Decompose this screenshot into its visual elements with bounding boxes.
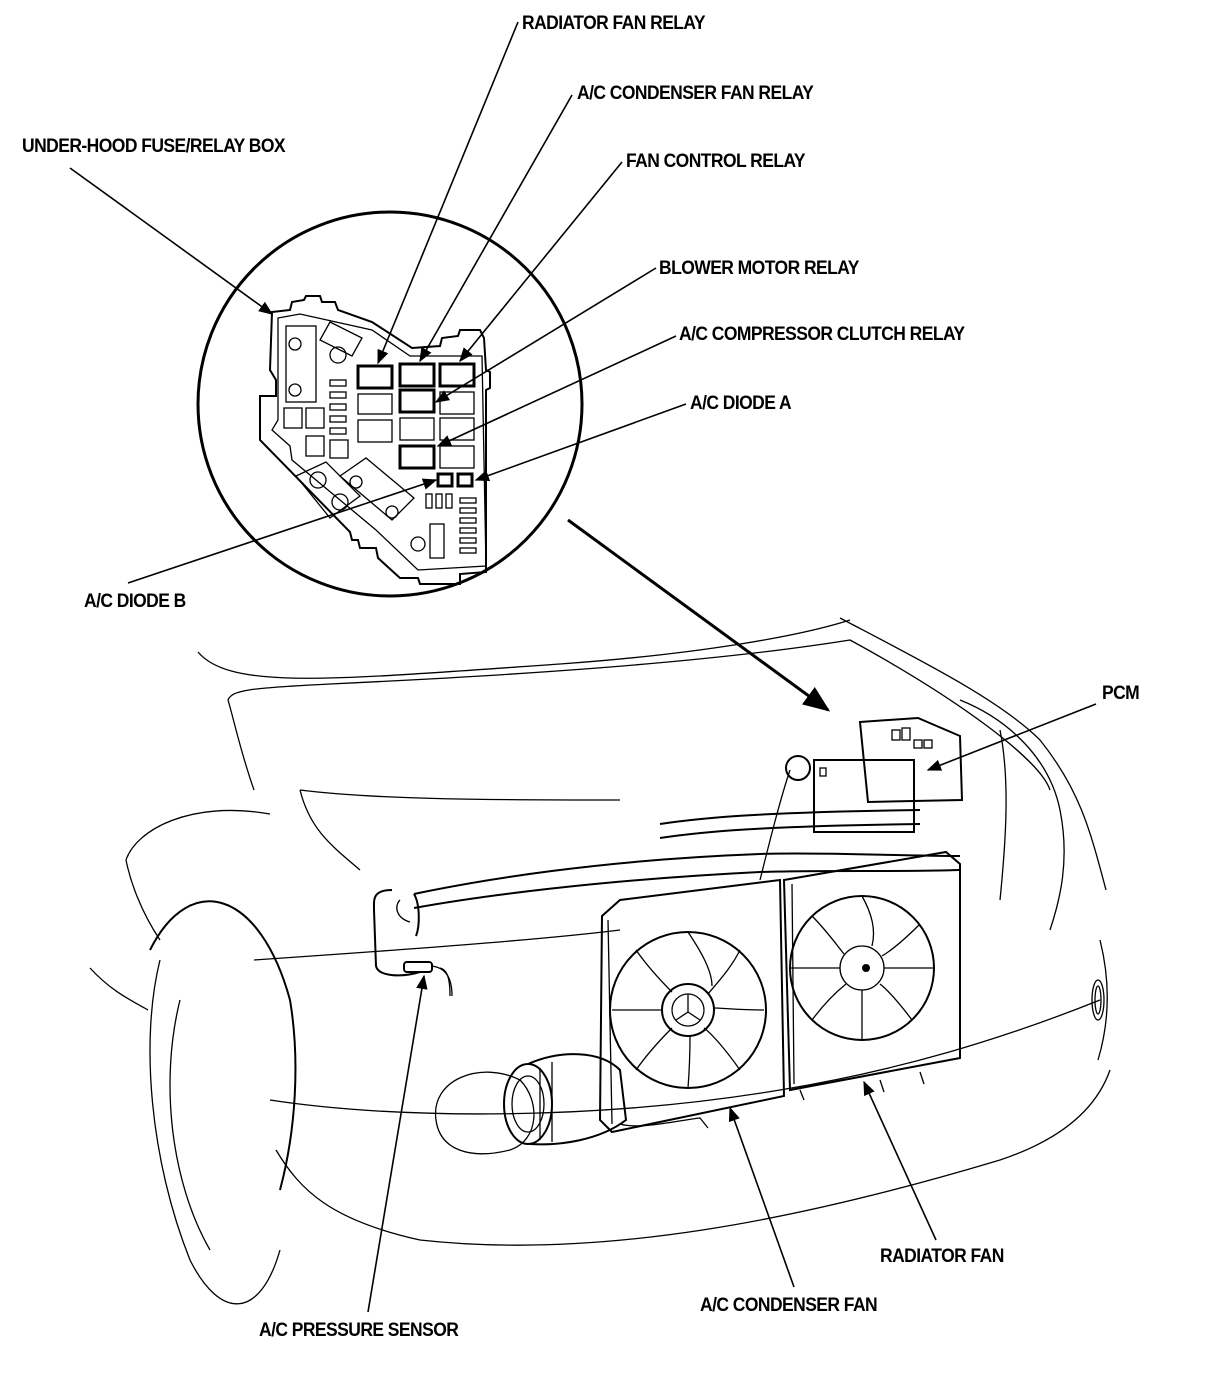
label-ac-compressor-clutch-relay: A/C COMPRESSOR CLUTCH RELAY bbox=[679, 324, 965, 345]
fuse-box-detail-view bbox=[196, 210, 584, 598]
ac-compressor-clutch-relay-slot bbox=[398, 444, 436, 470]
label-ac-diode-a: A/C DIODE A bbox=[690, 393, 792, 414]
ac-condenser-fan-assembly bbox=[598, 878, 786, 1134]
blower-motor-relay-slot bbox=[398, 388, 436, 414]
label-radiator-fan: RADIATOR FAN bbox=[880, 1246, 1004, 1267]
ac-compressor bbox=[503, 1053, 709, 1146]
fan-control-relay-slot bbox=[438, 362, 476, 388]
radiator-fan-relay-slot bbox=[356, 364, 394, 390]
ac-condenser-fan-relay-slot bbox=[398, 362, 436, 388]
label-radiator-fan-relay: RADIATOR FAN RELAY bbox=[522, 13, 706, 34]
ac-diode-b-slot bbox=[436, 472, 454, 488]
label-ac-condenser-fan: A/C CONDENSER FAN bbox=[700, 1295, 878, 1316]
label-ac-condenser-fan-relay: A/C CONDENSER FAN RELAY bbox=[577, 83, 814, 104]
radiator-fan-assembly bbox=[782, 850, 961, 1101]
label-pcm: PCM bbox=[1102, 683, 1140, 704]
ac-pressure-sensor bbox=[403, 961, 433, 973]
label-under-hood-fuse-relay-box: UNDER-HOOD FUSE/RELAY BOX bbox=[22, 136, 286, 157]
vehicle-body bbox=[89, 617, 1111, 1305]
label-ac-diode-b: A/C DIODE B bbox=[84, 591, 186, 612]
fuse-box-outline bbox=[259, 295, 491, 585]
ac-lines bbox=[372, 809, 961, 997]
label-fan-control-relay: FAN CONTROL RELAY bbox=[626, 151, 806, 172]
fuse-box-leaders bbox=[69, 21, 831, 712]
label-blower-motor-relay: BLOWER MOTOR RELAY bbox=[659, 258, 859, 279]
pcm-unit bbox=[759, 716, 964, 881]
label-ac-pressure-sensor: A/C PRESSURE SENSOR bbox=[259, 1320, 459, 1341]
detail-circle bbox=[196, 210, 584, 598]
ac-diode-a-slot bbox=[456, 472, 474, 488]
component-leaders bbox=[367, 703, 1097, 1313]
